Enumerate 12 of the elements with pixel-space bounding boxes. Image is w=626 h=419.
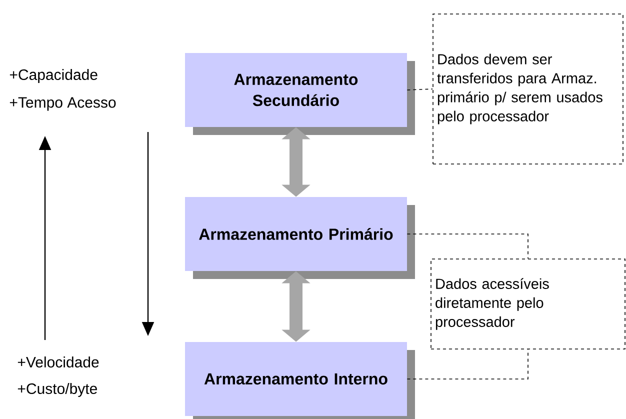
note-box: Dados devem ser transferidos para Armaz. primário p/ serem usados pelo processador (432, 14, 624, 164)
side-label: +Capacidade (10, 69, 98, 83)
storage-box: Armazenamento Primário (185, 197, 415, 279)
storage-box: Armazenamento Interno (185, 342, 415, 419)
side-label: +Tempo Acesso (10, 97, 116, 111)
leader-line (406, 349, 528, 380)
leader-line (406, 88, 433, 90)
side-label: +Custo/byte (18, 383, 97, 397)
leader-line (406, 234, 528, 259)
storage-box: Armazenamento Secundário (185, 53, 415, 135)
note-box: Dados acessíveis diretamente pelo processador (430, 258, 626, 350)
side-label: +Velocidade (18, 356, 99, 368)
